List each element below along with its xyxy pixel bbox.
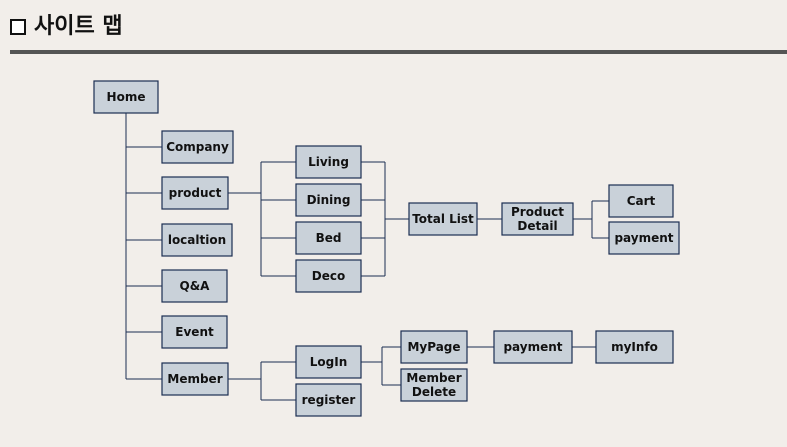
node-mypage-label: MyPage: [407, 340, 460, 354]
node-event-label: Event: [175, 325, 214, 339]
node-register-label: register: [302, 393, 356, 407]
header-divider: [10, 50, 787, 54]
node-member: Member: [161, 362, 229, 396]
node-dining-label: Dining: [307, 193, 351, 207]
node-member-delete: Member Delete: [400, 368, 468, 402]
node-payment-product-label: payment: [614, 231, 673, 245]
node-company-label: Company: [166, 140, 229, 154]
node-dining: Dining: [295, 183, 362, 217]
node-living-label: Living: [308, 155, 349, 169]
node-payment-product: payment: [608, 221, 680, 255]
checkbox-square-icon: [10, 19, 26, 35]
node-cart: Cart: [608, 184, 674, 218]
node-myinfo: myInfo: [595, 330, 674, 364]
connectors: [125, 113, 609, 401]
node-product-detail: Product Detail: [501, 202, 574, 236]
node-bed-label: Bed: [316, 231, 342, 245]
node-location: localtion: [161, 223, 233, 257]
node-total-list-label: Total List: [412, 212, 474, 226]
node-product-detail-label-1: Product: [511, 205, 564, 219]
node-home: Home: [93, 80, 159, 114]
node-total-list: Total List: [408, 202, 478, 236]
node-qa: Q&A: [161, 269, 228, 303]
node-product: product: [161, 176, 229, 210]
page-title-text: 사이트 맵: [34, 14, 123, 39]
node-qa-label: Q&A: [180, 279, 211, 293]
node-event: Event: [161, 315, 228, 349]
node-company: Company: [161, 130, 234, 164]
node-register: register: [295, 383, 362, 417]
node-product-label: product: [169, 186, 222, 200]
node-cart-label: Cart: [627, 194, 656, 208]
page-title: 사이트 맵: [10, 10, 123, 44]
node-member-delete-label-2: Delete: [412, 385, 456, 399]
node-myinfo-label: myInfo: [611, 340, 658, 354]
node-payment-mypage: payment: [493, 330, 573, 364]
node-living: Living: [295, 145, 362, 179]
node-deco: Deco: [295, 259, 362, 293]
node-login-label: LogIn: [310, 355, 348, 369]
node-bed: Bed: [295, 221, 362, 255]
node-home-label: Home: [107, 90, 146, 104]
node-login: LogIn: [295, 345, 362, 379]
node-mypage: MyPage: [400, 330, 468, 364]
node-member-delete-label-1: Member: [406, 371, 461, 385]
node-product-detail-label-2: Detail: [517, 219, 557, 233]
node-member-label: Member: [167, 372, 222, 386]
node-payment-mypage-label: payment: [503, 340, 562, 354]
node-location-label: localtion: [168, 233, 226, 247]
node-deco-label: Deco: [312, 269, 345, 283]
